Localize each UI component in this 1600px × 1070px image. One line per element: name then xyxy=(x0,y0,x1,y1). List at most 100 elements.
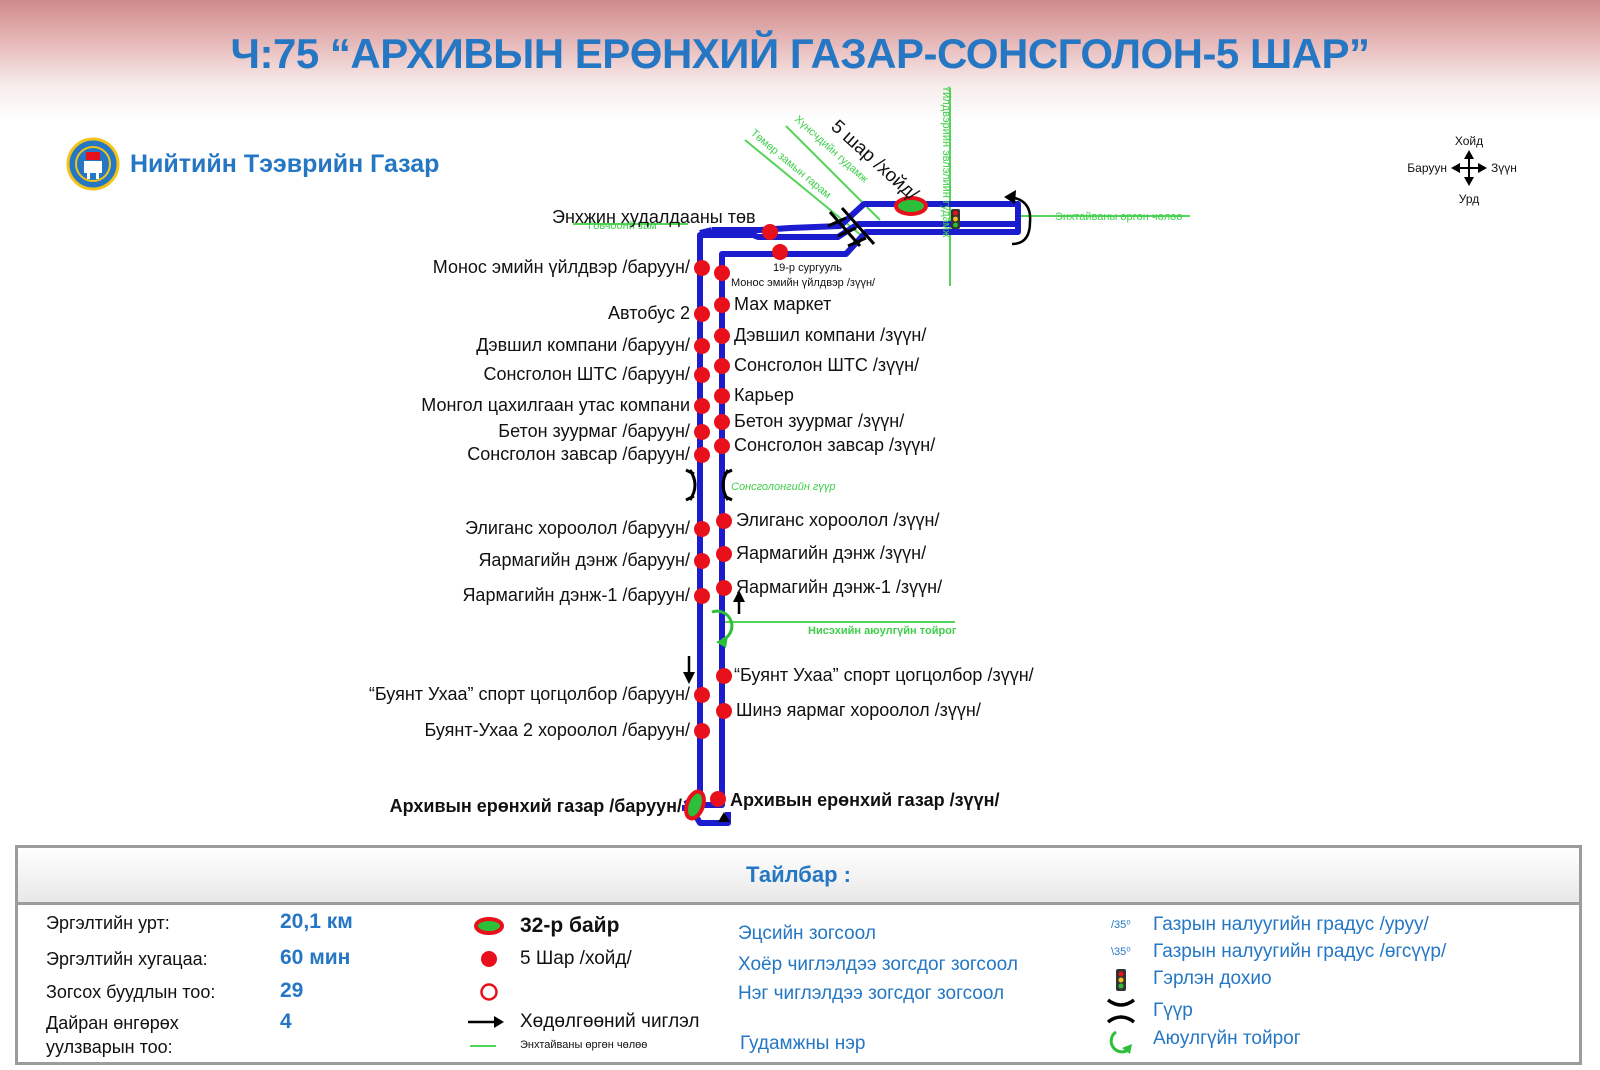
stop-dot-east xyxy=(716,703,732,719)
street-name-label: Гудамжны нэр xyxy=(740,1033,866,1054)
organization-name: Нийтийн Тээврийн Газар xyxy=(130,149,440,178)
one-way-stop-icon xyxy=(480,983,498,1001)
stop-label-east-5: Бетон зуурмаг /зүүн/ xyxy=(734,411,904,431)
stop-label-east-4: Карьер xyxy=(734,385,794,405)
stop-dot-east xyxy=(714,358,730,374)
legend-panel: Тайлбар : Эргэлтийн урт: 20,1 км Эргэлти… xyxy=(15,845,1582,1065)
terminal-marker-west xyxy=(684,789,706,821)
terminal-label-west: Архивын ерөнхий газар /баруун/ xyxy=(390,796,682,816)
stop-dot-east xyxy=(714,388,730,404)
stop-dot-west xyxy=(694,306,710,322)
street-label-enkhtaivan: Энхтайваны өргөн чөлөө xyxy=(1055,211,1182,223)
slope-down-degree: /35⁰ xyxy=(1111,919,1131,931)
stop-label-east-11: Шинэ яармаг хороолол /зүүн/ xyxy=(736,700,981,720)
roundabout-label: Аюулгүйн тойрог xyxy=(1153,1028,1301,1049)
stop-label-west-0: Монос эмийн үйлдвэр /баруун/ xyxy=(433,257,690,277)
legend-heading: Тайлбар : xyxy=(18,848,1579,905)
stat-value-duration: 60 мин xyxy=(280,946,351,969)
stop-label-west-3: Сонсголон ШТС /баруун/ xyxy=(483,364,690,384)
stop-dot-east xyxy=(714,265,730,281)
terminal-key-icon xyxy=(474,917,504,935)
route-line-connector xyxy=(699,227,713,236)
route-line-east xyxy=(682,201,1021,811)
stop-label-east-2: Дэвшил компани /зүүн/ xyxy=(734,325,926,345)
terminal-key-label: 32-р байр xyxy=(520,914,620,937)
stop-dot-east xyxy=(716,580,732,596)
page-title: Ч:75 “АРХИВЫН ЕРӨНХИЙ ГАЗАР-СОНСГОЛОН-5 … xyxy=(230,30,1370,77)
stat-value-stops: 29 xyxy=(280,979,304,1002)
stop-dot-east xyxy=(716,513,732,529)
one-way-stop-label: Нэг чиглэлдээ зогсдог зогсоол xyxy=(738,983,1005,1004)
street-label-uildveriin: Үйлдвэрийн эвлэлийн гудамж xyxy=(940,86,952,238)
stat-label-intersections: Дайран өнгөрөх xyxy=(46,1013,179,1033)
terminal-marker-east xyxy=(710,791,726,807)
stop-label-west-2: Дэвшил компани /баруун/ xyxy=(476,335,690,355)
direction-arrow-down xyxy=(683,656,695,684)
stop-top-label: 19-р сургууль xyxy=(773,262,842,274)
two-way-stop-label: Хоёр чиглэлдээ зогсдог зогсоол xyxy=(738,954,1018,975)
stop-label-east-6: Сонсголон завсар /зүүн/ xyxy=(734,435,935,455)
street-label-roundabout: Нисэхийн аюулгүйн тойрог xyxy=(808,625,957,637)
stop-dot-west xyxy=(694,338,710,354)
stop-label-west-4: Монгол цахилгаан утас компани xyxy=(421,395,690,415)
stop-label-east-0: Монос эмийн үйлдвэр /зүүн/ xyxy=(731,277,876,289)
stop-label-east-1: Мах маркет xyxy=(734,294,831,314)
organization-logo-icon xyxy=(66,137,120,191)
stop-label-west-5: Бетон зуурмаг /баруун/ xyxy=(498,421,690,441)
stop-dot-west xyxy=(694,521,710,537)
traffic-light-icon xyxy=(951,209,960,229)
stop-label-east-7: Элиганс хороолол /зүүн/ xyxy=(736,510,939,530)
stop-dot-east xyxy=(716,668,732,684)
rail-crossing-icon xyxy=(827,207,876,248)
street-label-govchoo: Говчоонй зам xyxy=(588,220,657,232)
stop-label-east-8: Яармагийн дэнж /зүүн/ xyxy=(736,543,926,563)
stop-dot-west xyxy=(694,367,710,383)
stat-label-length: Эргэлтийн урт: xyxy=(46,913,170,933)
street-key-icon xyxy=(470,1045,496,1047)
slope-down-label: Газрын налуугийн градус /уруу/ xyxy=(1153,914,1429,935)
roundabout-icon xyxy=(711,609,734,648)
stat-value-intersections: 4 xyxy=(280,1010,292,1033)
terminal-marker-north xyxy=(894,196,928,216)
terminal-label-east: Архивын ерөнхий газар /зүүн/ xyxy=(730,790,999,810)
compass-icon xyxy=(1451,150,1487,186)
stop-label-west-6: Сонсголон завсар /баруун/ xyxy=(467,444,690,464)
west-stops xyxy=(694,260,710,739)
stat-label-duration: Эргэлтийн хугацаа: xyxy=(46,949,208,969)
direction-key-label: Хөдөлгөөний чиглэл xyxy=(520,1011,700,1032)
stop-label-east-9: Яармагийн дэнж-1 /зүүн/ xyxy=(736,577,942,597)
stop-dot-east xyxy=(714,414,730,430)
direction-key-icon xyxy=(468,1016,504,1028)
stop-dot-west xyxy=(694,447,710,463)
header-band xyxy=(0,0,1600,120)
organization-brand: Нийтийн Тээврийн Газар xyxy=(66,136,439,192)
stop-dot-east xyxy=(716,546,732,562)
compass-west-label: Баруун xyxy=(1407,161,1447,175)
stop-label-west-11: Буянт-Ухаа 2 хороолол /баруун/ xyxy=(424,720,690,740)
stop-key-label: 5 Шар /хойд/ xyxy=(520,948,632,969)
route-map: Хойд Баруун Зүүн Урд Говчоонй зам Төмөр … xyxy=(369,86,1517,826)
loop-arrow-north xyxy=(1009,195,1032,246)
stop-label-west-8: Яармагийн дэнж /баруун/ xyxy=(478,550,690,570)
stop-dot-west xyxy=(694,260,710,276)
stop-dot-west xyxy=(694,687,710,703)
stop-label-west-1: Автобус 2 xyxy=(608,303,690,323)
bridge-key-icon xyxy=(1106,998,1136,1024)
slope-up-degree: \35⁰ xyxy=(1111,946,1131,958)
stop-dot-west xyxy=(694,723,710,739)
direction-arrow-up xyxy=(733,590,745,614)
stop-top-label: Энхжин худалдааны төв xyxy=(552,207,756,227)
direction-arrow-south-loop xyxy=(718,812,730,822)
bridge-icon xyxy=(685,468,733,502)
stop-top-dot xyxy=(772,244,788,260)
stop-label-east-10: “Буянт Ухаа” спорт цогцолбор /зүүн/ xyxy=(734,665,1034,685)
street-key-label: Энхтайваны өргөн чөлөө xyxy=(520,1039,648,1051)
slope-up-label: Газрын налуугийн градус /өгсүүр/ xyxy=(1153,941,1447,962)
stop-dot-west xyxy=(694,424,710,440)
stat-label-stops: Зогсох буудлын тоо: xyxy=(46,982,216,1002)
stop-label-west-10: “Буянт Ухаа” спорт цогцолбор /баруун/ xyxy=(369,684,690,704)
stop-dot-east xyxy=(714,297,730,313)
compass-east-label: Зүүн xyxy=(1491,161,1517,175)
traffic-light-key-icon xyxy=(1116,969,1126,991)
stop-dot-west xyxy=(694,588,710,604)
